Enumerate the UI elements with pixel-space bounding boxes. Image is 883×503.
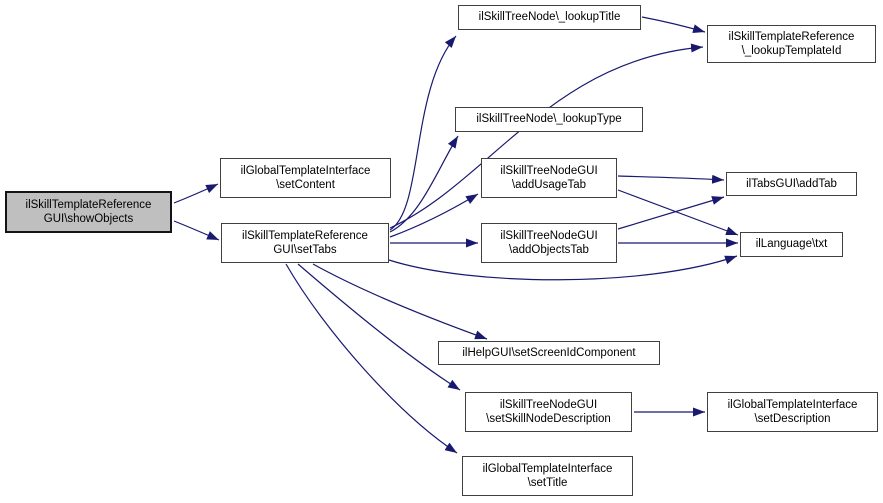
edge-setTabs-addUsageTab xyxy=(389,193,479,238)
node-label-line: ilSkillTemplateReference xyxy=(242,229,368,242)
node-label-line: ilGlobalTemplateInterface xyxy=(240,164,371,177)
node-label-line: \setContent xyxy=(276,179,335,191)
node-ilSkillTemplateReferenceGUI-setTabs[interactable]: ilSkillTemplateReference GUI\setTabs xyxy=(221,223,389,263)
edge-setTabs-txt xyxy=(388,255,738,281)
node-ilGlobalTemplateInterface-setContent[interactable]: ilGlobalTemplateInterface \setContent xyxy=(220,158,391,198)
node-label-line: GUI\showObjects xyxy=(43,213,134,225)
edge-setTabs-lookupType xyxy=(389,135,459,233)
node-ilSkillTemplateReference-lookupTemplateId[interactable]: ilSkillTemplateReference \_lookupTemplat… xyxy=(707,25,876,63)
node-label-line: \setDescription xyxy=(754,413,831,425)
node-label-line: ilGlobalTemplateInterface xyxy=(482,462,613,475)
edge-setTabs-setScreenIdComponent xyxy=(312,263,488,340)
node-label-line: GUI\setTabs xyxy=(273,244,337,256)
node-ilSkillTreeNode-lookupTitle[interactable]: ilSkillTreeNode\_lookupTitle xyxy=(458,5,641,30)
node-label-line: ilSkillTemplateReference xyxy=(728,30,855,43)
node-ilLanguage-txt[interactable]: ilLanguage\txt xyxy=(740,232,843,257)
node-ilSkillTreeNode-lookupType[interactable]: ilSkillTreeNode\_lookupType xyxy=(455,107,643,132)
edge-addUsageTab-txt xyxy=(617,189,739,236)
node-label-line: ilLanguage\txt xyxy=(755,238,828,251)
edge-setTabs-lookupTitle xyxy=(389,35,457,231)
node-label-line: ilSkillTreeNodeGUI xyxy=(500,164,598,177)
node-label-line: \setSkillNodeDescription xyxy=(486,413,611,425)
node-label-line: ilSkillTreeNodeGUI xyxy=(499,398,598,411)
node-label-line: ilHelpGUI\setScreenIdComponent xyxy=(462,346,636,359)
node-label-line: ilSkillTreeNode\_lookupType xyxy=(476,113,622,126)
edge-setTabs-setSkillNodeDescription xyxy=(297,263,461,391)
edge-showObjects-setTabs xyxy=(173,220,220,241)
node-ilHelpGUI-setScreenIdComponent[interactable]: ilHelpGUI\setScreenIdComponent xyxy=(438,341,660,365)
node-label-line: ilSkillTreeNode\_lookupTitle xyxy=(478,11,621,24)
node-ilSkillTreeNodeGUI-addUsageTab[interactable]: ilSkillTreeNodeGUI \addUsageTab xyxy=(481,158,617,198)
node-ilTabsGUI-addTab[interactable]: ilTabsGUI\addTab xyxy=(726,172,857,196)
node-label-line: \_lookupTemplateId xyxy=(741,45,842,57)
node-ilGlobalTemplateInterface-setDescription[interactable]: ilGlobalTemplateInterface \setDescriptio… xyxy=(707,392,878,432)
node-label-line: \addObjectsTab xyxy=(509,244,589,256)
node-ilSkillTreeNodeGUI-setSkillNodeDescription[interactable]: ilSkillTreeNodeGUI \setSkillNodeDescript… xyxy=(465,392,632,432)
edge-setTabs-setTitle xyxy=(285,263,458,454)
node-label-line: \addUsageTab xyxy=(511,179,587,191)
node-label-line: ilSkillTreeNodeGUI xyxy=(500,229,598,242)
edge-setTabs-lookupTemplateId xyxy=(389,43,704,229)
node-label-line: \setTitle xyxy=(527,477,568,489)
node-ilSkillTemplateReferenceGUI-showObjects: ilSkillTemplateReference GUI\showObjects xyxy=(5,191,172,233)
node-label-line: ilTabsGUI\addTab xyxy=(746,177,837,190)
node-ilGlobalTemplateInterface-setTitle[interactable]: ilGlobalTemplateInterface \setTitle xyxy=(462,456,633,496)
node-label-line: ilSkillTemplateReference xyxy=(25,198,152,211)
node-ilSkillTreeNodeGUI-addObjectsTab[interactable]: ilSkillTreeNodeGUI \addObjectsTab xyxy=(481,223,617,263)
edge-showObjects-setContent xyxy=(173,183,219,204)
node-label-line: ilGlobalTemplateInterface xyxy=(727,398,858,411)
edge-addUsageTab-addTab xyxy=(617,174,725,184)
edge-lookupTitle-lookupTemplateId xyxy=(641,16,706,34)
edge-addObjectsTab-addTab xyxy=(617,196,725,230)
